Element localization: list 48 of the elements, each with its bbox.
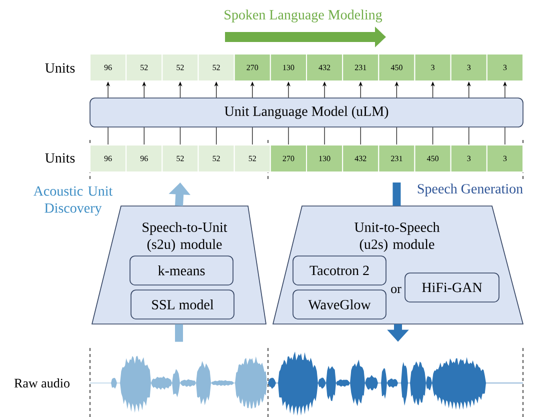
unit-cell: 3 (486, 54, 524, 82)
unit-cell: 270 (234, 54, 271, 82)
text-label: Raw audio (14, 378, 70, 388)
unit-cell: 130 (270, 54, 307, 82)
unit-cell: 432 (342, 144, 380, 172)
connector-line (504, 127, 506, 145)
text-label: Speech Generation (418, 184, 523, 196)
unit-cell: 130 (306, 144, 344, 172)
connector-line (324, 127, 325, 145)
unit-cell: 52 (162, 54, 199, 82)
connector-line (252, 127, 253, 145)
unit-cell: 52 (126, 54, 163, 82)
unit-cell: 231 (378, 144, 416, 172)
unit-cell: 270 (270, 144, 307, 172)
unit-cell: 96 (126, 144, 163, 172)
connector-line (360, 127, 361, 145)
component-box: SSL model (130, 290, 234, 320)
connector-line (432, 127, 434, 145)
unit-cell: 3 (450, 54, 488, 82)
waveform-drawing (90, 356, 268, 413)
unit-cell: 96 (90, 54, 127, 82)
waveform-drawing (268, 352, 524, 416)
unit-cell: 450 (378, 54, 416, 82)
connector-line (216, 127, 217, 145)
unit-cell: 52 (198, 54, 235, 82)
unit-cell: 52 (198, 144, 235, 172)
unit-cell: 450 (414, 144, 452, 172)
unit-cell: 52 (162, 144, 199, 172)
connector-line (468, 127, 470, 145)
unit-cell: 52 (234, 144, 271, 172)
unit-cell: 3 (450, 144, 488, 172)
component-box: k-means (130, 256, 234, 286)
connector-line (288, 127, 289, 145)
connector-line (180, 127, 181, 145)
component-box: Tacotron 2 (292, 256, 386, 286)
component-box: HiFi-GAN (404, 272, 500, 302)
unit-cell: 432 (306, 54, 344, 82)
text-label: Units (45, 63, 75, 73)
unit-cell: 96 (90, 144, 127, 172)
unit-cell: 3 (414, 54, 452, 82)
unit-cell: 231 (342, 54, 380, 82)
model-box: Unit Language Model (uLM) (90, 98, 524, 128)
component-box: WaveGlow (292, 290, 386, 320)
text-label: Units (45, 153, 75, 163)
connector-line (396, 127, 397, 145)
text-label: or (391, 286, 402, 294)
unit-cell: 3 (486, 144, 524, 172)
text-label: Spoken Language Modeling (224, 10, 382, 22)
